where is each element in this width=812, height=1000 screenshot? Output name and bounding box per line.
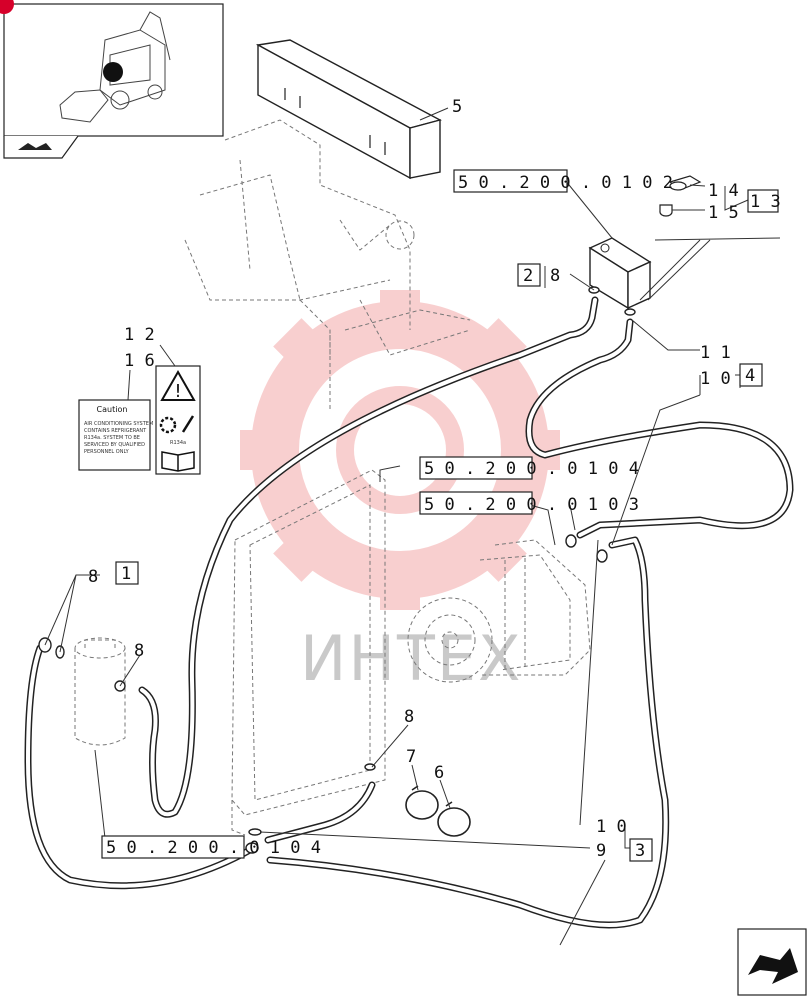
decal-16-pictograms[interactable]: ! R134a [155, 365, 201, 475]
book-icon [161, 451, 195, 472]
gear-watermark [240, 290, 560, 610]
svg-text:CONTAINS REFRIGERANT: CONTAINS REFRIGERANT [84, 428, 147, 434]
callout-8-condenser: 8 [404, 707, 414, 727]
ref-50-200-0104-a[interactable]: 5 0 . 2 0 0 . 0 1 0 4 [424, 459, 639, 479]
wrench-icon [181, 415, 195, 433]
callout-6: 6 [434, 763, 444, 783]
caution-triangle-icon [160, 369, 196, 401]
callout-4: 4 [745, 366, 755, 386]
ref-50-200-0103[interactable]: 5 0 . 2 0 0 . 0 1 0 3 [424, 495, 639, 515]
hoses[interactable] [24, 296, 794, 929]
condenser-outline [231, 469, 386, 836]
callout-8-top: 8 [550, 266, 560, 286]
callout-14: 1 4 [708, 181, 739, 201]
decal-12-caution[interactable]: Caution AIR CONDITIONING SYSTEM CONTAINS… [78, 399, 153, 471]
watermark-text: ИНТЕХ [300, 622, 523, 695]
receiver-drier[interactable] [74, 637, 126, 746]
svg-text:AIR CONDITIONING SYSTEM: AIR CONDITIONING SYSTEM [84, 421, 153, 427]
callout-12: 1 2 [124, 325, 155, 345]
part-5-foam-block[interactable] [255, 39, 442, 180]
compressor[interactable] [407, 539, 591, 683]
callout-15: 1 5 [708, 203, 739, 223]
gear-small-icon [159, 416, 177, 434]
callout-3: 3 [635, 841, 645, 861]
manifold-block[interactable] [588, 237, 652, 310]
callout-13: 1 3 [750, 192, 781, 212]
svg-text:R134a. SYSTEM TO BE: R134a. SYSTEM TO BE [84, 435, 140, 441]
callout-8-left: 8 [88, 567, 98, 587]
hardware-14-15[interactable] [659, 175, 702, 217]
callout-8-drier: 8 [134, 641, 144, 661]
svg-text:SERVICED BY QUALIFIED: SERVICED BY QUALIFIED [84, 442, 145, 448]
callout-16: 1 6 [124, 351, 155, 371]
callout-9: 9 [596, 841, 606, 861]
callout-10-bottom: 1 0 [596, 817, 627, 837]
callout-10-top: 1 0 [700, 369, 731, 389]
ref-50-200-0104-b[interactable]: 5 0 . 2 0 0 . 0 1 0 4 [106, 838, 321, 858]
frame-outline [184, 119, 471, 410]
leader-lines [44, 107, 781, 946]
nav-dot[interactable] [0, 0, 14, 14]
callout-1: 1 [121, 564, 131, 584]
svg-text:PERSONNEL ONLY: PERSONNEL ONLY [84, 449, 130, 455]
clamps[interactable] [405, 785, 471, 837]
caution-title: Caution [97, 405, 128, 414]
callout-11: 1 1 [700, 343, 731, 363]
ref-50-200-0102[interactable]: 5 0 . 2 0 0 . 0 1 0 2 [458, 173, 673, 193]
next-page-arrow-icon[interactable] [737, 928, 807, 996]
callout-7: 7 [406, 747, 416, 767]
machine-thumbnail[interactable] [0, 0, 224, 159]
svg-text:R134a: R134a [170, 440, 186, 446]
callout-2: 2 [523, 266, 533, 286]
svg-text:!: ! [174, 381, 181, 402]
callout-5: 5 [452, 97, 462, 117]
